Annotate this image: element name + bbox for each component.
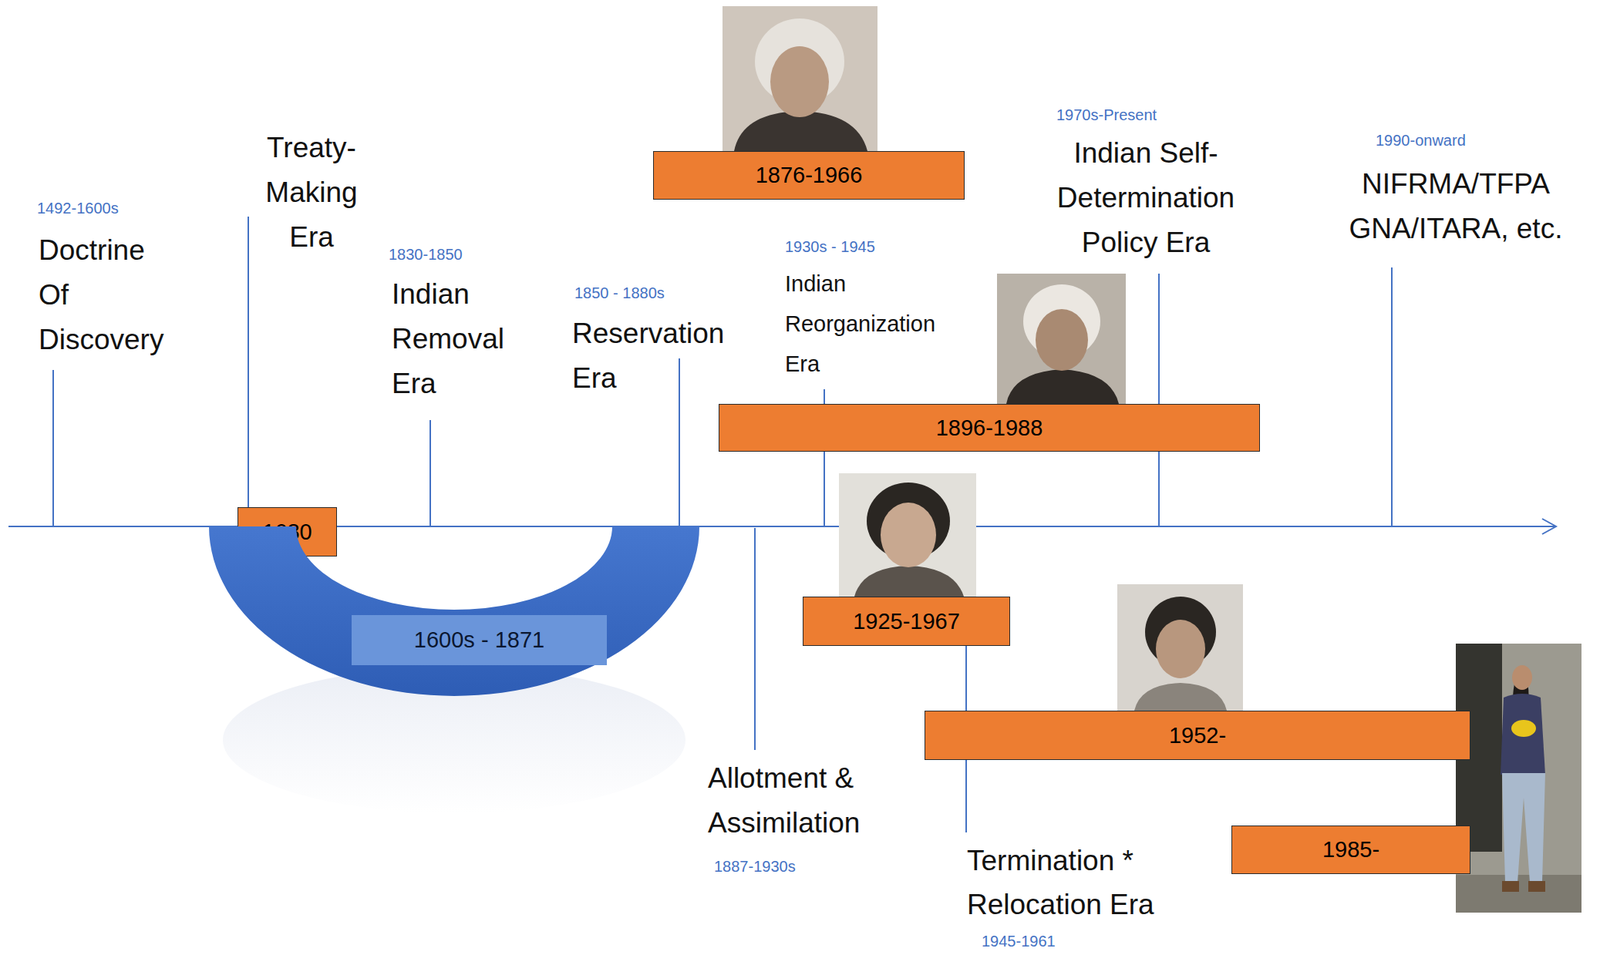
photo-ground xyxy=(997,273,1126,405)
lifespan-bar: 1925-1967 xyxy=(802,596,1011,647)
lifespan-dates: 1896-1988 xyxy=(936,415,1044,442)
photo-shoulders xyxy=(1134,683,1227,711)
era-name: Indian Removal Era xyxy=(391,272,523,407)
era-name: Indian Reorganization Era xyxy=(784,263,963,384)
photo-face xyxy=(770,46,829,118)
lifespan-dates: 1925-1967 xyxy=(852,609,960,635)
era-name: Doctrine Of Discovery xyxy=(38,228,174,363)
portrait-photo xyxy=(722,6,878,152)
photo-ground xyxy=(838,473,977,597)
era-tick xyxy=(754,528,756,751)
era-name: Indian Self- Determination Policy Era xyxy=(1045,131,1247,266)
portrait-photo xyxy=(838,473,977,597)
era-date: 1990-onward xyxy=(1375,131,1466,150)
photo-ground xyxy=(1117,584,1243,711)
photo-boot xyxy=(1502,881,1520,893)
era-name: Allotment & Assimilation xyxy=(707,756,886,846)
photo-jacket xyxy=(1500,693,1546,775)
photo-face xyxy=(880,502,937,568)
era-band: 1600s - 1871 xyxy=(208,526,700,697)
era-name: Treaty- Making Era xyxy=(253,125,370,260)
era-date: 1930s - 1945 xyxy=(784,237,876,256)
era-name: NIFRMA/TFPA GNA/ITARA, etc. xyxy=(1340,161,1572,252)
era-tick xyxy=(247,216,250,527)
photo-gravel xyxy=(1455,875,1582,913)
photo-face xyxy=(1155,619,1206,679)
lifespan-dates: 1985- xyxy=(1322,837,1380,863)
era-tick xyxy=(52,370,54,527)
lifespan-bar: 1896-1988 xyxy=(718,404,1260,452)
era-tick xyxy=(429,420,432,527)
era-tick xyxy=(678,358,681,527)
photo-shoulders xyxy=(1006,369,1119,405)
band-dates: 1600s - 1871 xyxy=(414,627,545,654)
era-date: 1492-1600s xyxy=(37,198,119,218)
lifespan-dates: 1952- xyxy=(1168,723,1227,749)
era-name: Termination * Relocation Era xyxy=(966,838,1183,927)
era-tick xyxy=(1391,267,1393,527)
photo-shoulders xyxy=(854,565,964,597)
era-date: 1945-1961 xyxy=(981,933,1056,950)
lifespan-bar: 1876-1966 xyxy=(653,151,965,200)
lifespan-bar: 1952- xyxy=(924,710,1471,761)
portrait-photo xyxy=(1117,584,1243,711)
band-tag: 1600s - 1871 xyxy=(351,615,607,666)
band-shape xyxy=(208,526,700,697)
photo-ground xyxy=(722,6,878,152)
era-date: 1887-1930s xyxy=(714,857,796,876)
photo-device xyxy=(1511,720,1536,738)
lifespan-bar: 1985- xyxy=(1231,825,1471,875)
photo-boot xyxy=(1528,881,1546,893)
photo-face xyxy=(1035,309,1088,371)
photo-jeans xyxy=(1502,773,1546,883)
portrait-photo xyxy=(997,273,1126,405)
era-name: Reservation Era xyxy=(572,311,742,401)
lifespan-dates: 1876-1966 xyxy=(755,162,863,189)
photo-face xyxy=(1512,665,1533,691)
era-tick xyxy=(1158,273,1160,527)
band-arc xyxy=(208,526,700,697)
axis-arrowhead xyxy=(1542,518,1557,535)
era-date: 1970s-Present xyxy=(1056,105,1157,125)
field-photo xyxy=(1455,643,1582,913)
era-date: 1830-1850 xyxy=(388,245,463,264)
photo-ground xyxy=(1455,643,1582,913)
era-date: 1850 - 1880s xyxy=(574,283,665,303)
